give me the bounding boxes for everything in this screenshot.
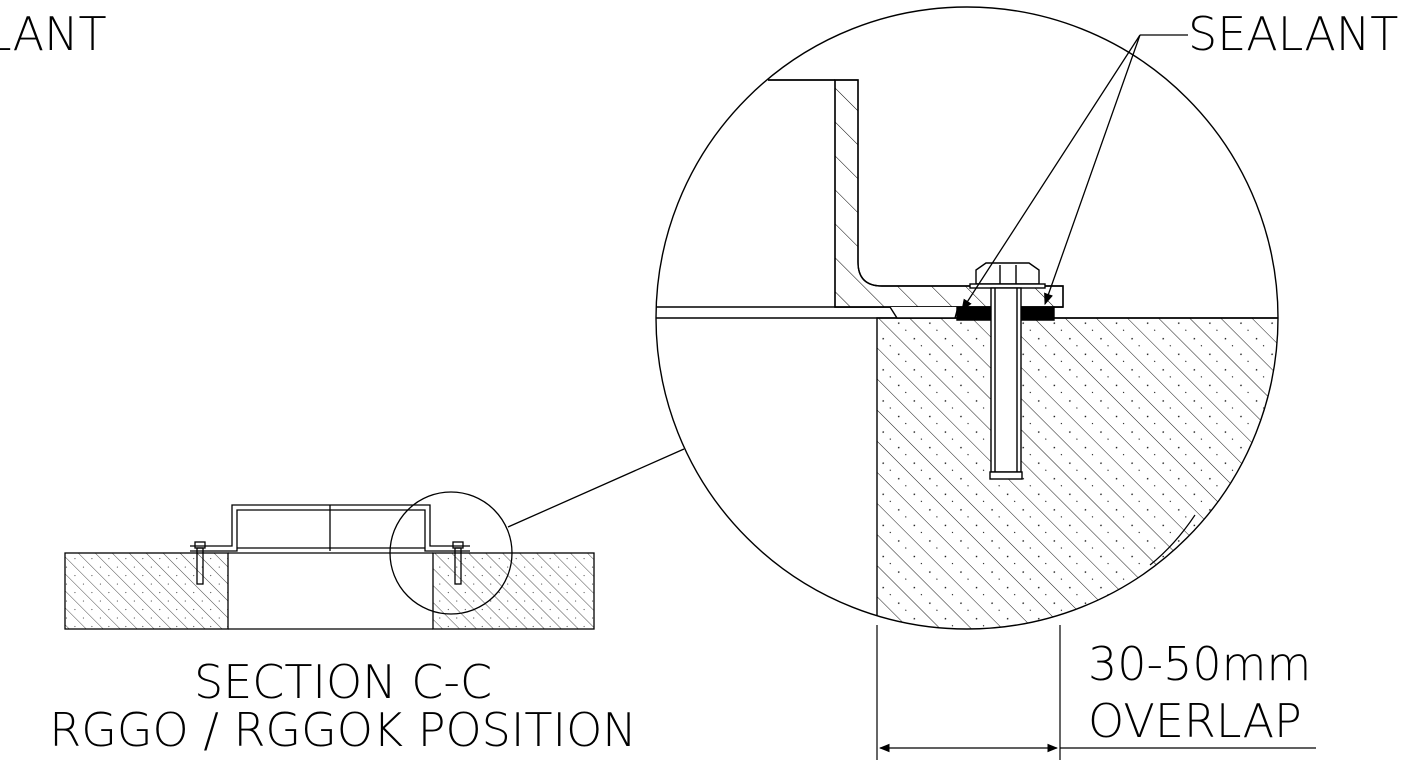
- sealant-callout: [961, 34, 1188, 311]
- sealant-label-cropped: LANT: [0, 7, 107, 61]
- frame-base-edge: [889, 306, 959, 319]
- sealant-right: [1017, 306, 1055, 321]
- frame-angle-section: [834, 79, 1064, 308]
- bolt-left: [194, 541, 206, 585]
- anchor-bolt: [969, 262, 1046, 480]
- detail-circle: [655, 6, 1279, 630]
- concrete-slab-right: [432, 552, 595, 630]
- detail-circle-mark: [1149, 514, 1196, 566]
- section-subtitle: RGGO / RGGOK POSITION: [49, 703, 636, 757]
- section-title: SECTION C-C: [194, 655, 492, 709]
- detail-callout-circle: [389, 491, 513, 615]
- sealant-callout-label: SEALANT: [1188, 7, 1398, 61]
- bolt-tip: [989, 471, 1023, 480]
- overlap-dimension: [876, 625, 1316, 760]
- detail-leader-line: [507, 448, 685, 528]
- leader-sealant-right: [1044, 34, 1141, 306]
- leader-sealant-left: [961, 34, 1141, 311]
- detail-view: [655, 6, 1279, 630]
- concrete-detail: [876, 317, 1278, 629]
- concrete-slab-left: [64, 552, 229, 630]
- frame-profile-inner: [190, 509, 470, 552]
- overlap-word: OVERLAP: [1088, 694, 1302, 748]
- bolt-right: [452, 541, 464, 585]
- overlap-value: 30-50mm: [1088, 637, 1311, 691]
- section-c-c-view: [64, 448, 685, 630]
- frame-profile: [190, 504, 470, 547]
